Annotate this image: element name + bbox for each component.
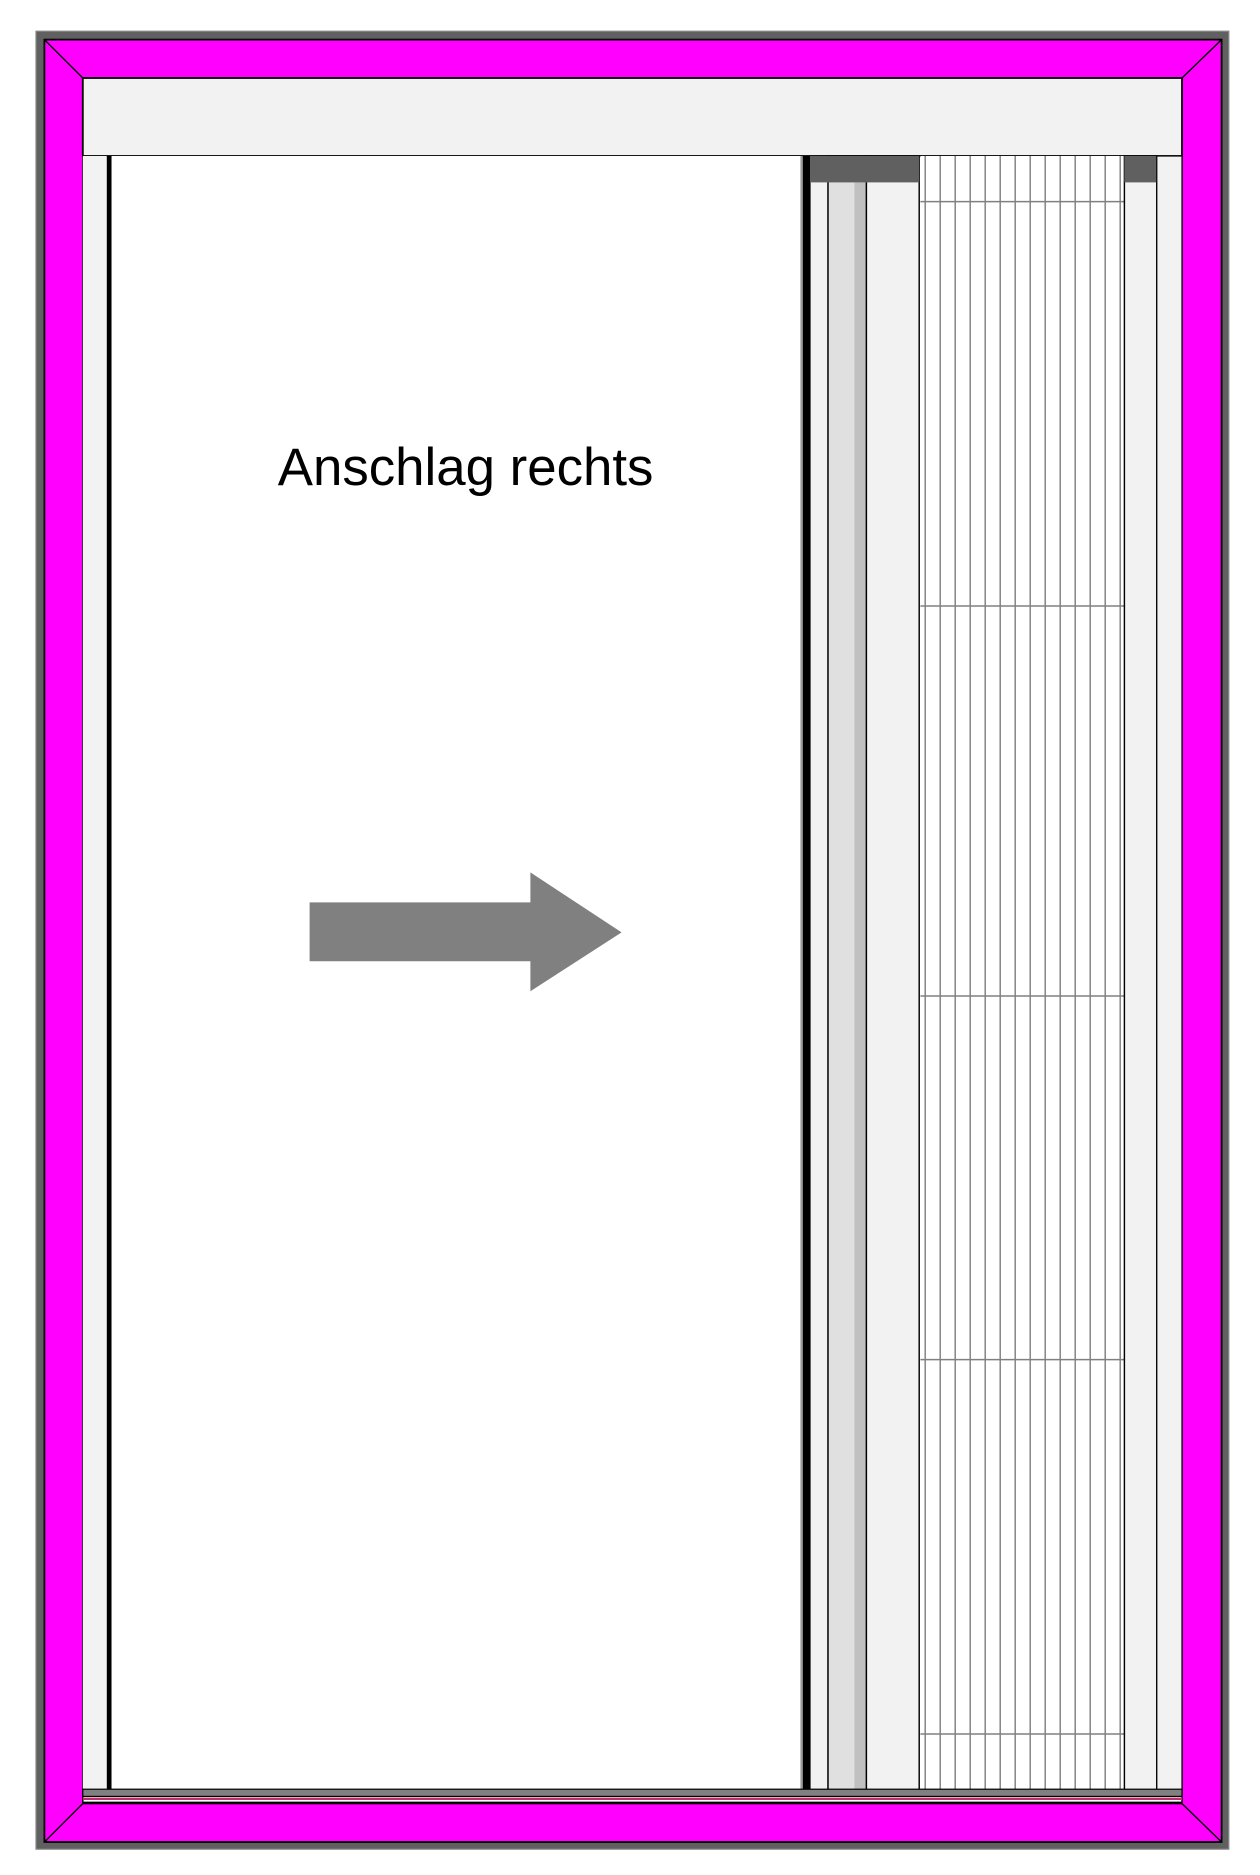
frame-miter-lines xyxy=(43,39,1223,1843)
arrow-right-icon xyxy=(309,872,622,992)
handle-profile xyxy=(802,156,810,1791)
right-rail xyxy=(1156,155,1183,1791)
left-rail xyxy=(82,156,107,1791)
door-panel xyxy=(111,156,802,1791)
pleat-lines xyxy=(920,156,1125,1791)
bottom-rail xyxy=(82,1788,1183,1797)
right-slider xyxy=(1123,155,1158,1792)
pleated-screen xyxy=(920,156,1125,1791)
bottom-rail-line xyxy=(82,1797,1182,1800)
slider-strip-3 xyxy=(865,155,920,1792)
top-cap-left xyxy=(810,156,920,183)
left-line xyxy=(106,156,112,1791)
label-text: Anschlag rechts xyxy=(278,438,654,497)
slider-strip-2-shade xyxy=(854,182,866,1791)
top-cap-right xyxy=(1124,156,1157,183)
top-cassette xyxy=(81,77,1183,157)
handle-profile-line xyxy=(800,156,803,1791)
slider-strip-1 xyxy=(809,155,829,1791)
